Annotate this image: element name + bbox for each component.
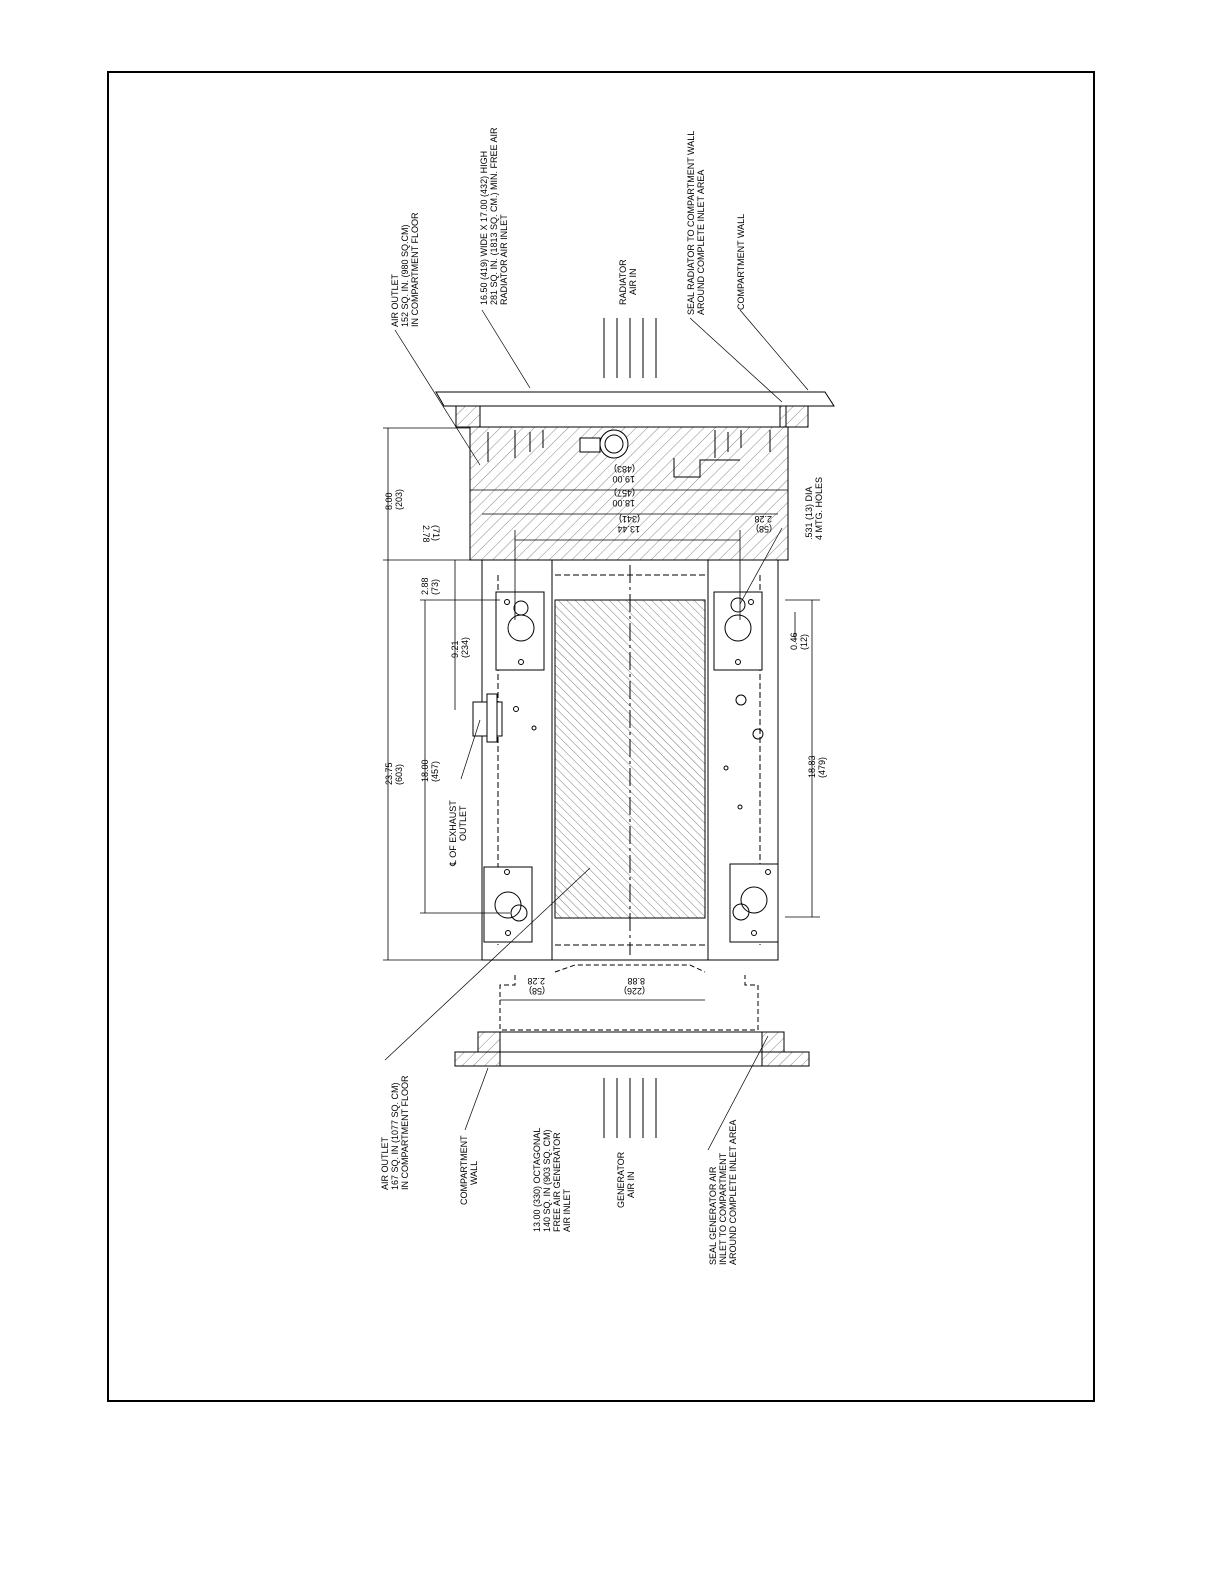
generator-seal-label: SEAL GENERATOR AIR INLET TO COMPARTMENT … — [708, 1120, 738, 1265]
dim-2-28-bottom: (58) 2.28 — [527, 976, 545, 996]
svg-text:AROUND COMPLETE INLET AREA: AROUND COMPLETE INLET AREA — [696, 170, 706, 315]
svg-text:13.00 (330) OCTAGONAL: 13.00 (330) OCTAGONAL — [532, 1128, 542, 1232]
svg-text:AIR IN: AIR IN — [626, 1171, 636, 1198]
dim-2-78: (71) 2.78 — [421, 525, 441, 543]
svg-text:℄ OF EXHAUST: ℄ OF EXHAUST — [448, 800, 458, 867]
svg-text:18.83: 18.83 — [807, 755, 817, 778]
svg-text:18.00: 18.00 — [612, 498, 635, 508]
svg-text:.531 (13) DIA: .531 (13) DIA — [804, 486, 814, 540]
generator-base-frame — [472, 559, 779, 961]
svg-text:281 SQ. IN. (1813 SQ. CM.) MIN: 281 SQ. IN. (1813 SQ. CM.) MIN. FREE AIR — [489, 127, 499, 305]
svg-text:(341): (341) — [619, 514, 640, 524]
svg-text:(603): (603) — [394, 764, 404, 785]
svg-text:(483): (483) — [614, 464, 635, 474]
svg-text:16.50 (419) WIDE X 17.00 (432): 16.50 (419) WIDE X 17.00 (432) HIGH — [479, 151, 489, 305]
dim-18-83: 18.83 (479) — [807, 755, 827, 778]
svg-text:COMPARTMENT: COMPARTMENT — [459, 1135, 469, 1205]
svg-text:(58): (58) — [529, 986, 545, 996]
generator-inlet-outline — [499, 964, 759, 1031]
svg-text:SEAL RADIATOR TO COMPARTMENT W: SEAL RADIATOR TO COMPARTMENT WALL — [686, 131, 696, 315]
generator-outlet-label: AIR OUTLET 167 SQ. IN (1077 SQ. CM) IN C… — [380, 1075, 410, 1190]
svg-text:2.28: 2.28 — [527, 976, 545, 986]
svg-text:RADIATOR: RADIATOR — [618, 259, 628, 305]
svg-text:IN COMPARTMENT FLOOR: IN COMPARTMENT FLOOR — [400, 1075, 410, 1190]
svg-text:8.00: 8.00 — [384, 492, 394, 510]
svg-text:2.88: 2.88 — [420, 577, 430, 595]
dim-18-00-left: 18.00 (457) — [420, 759, 440, 782]
svg-text:AIR INLET: AIR INLET — [562, 1188, 572, 1232]
radiator-airflow-arrows — [603, 318, 657, 378]
svg-text:GENERATOR: GENERATOR — [616, 1151, 626, 1208]
svg-text:9.21: 9.21 — [450, 640, 460, 658]
svg-text:2.78: 2.78 — [421, 525, 431, 543]
svg-text:FREE AIR GENERATOR: FREE AIR GENERATOR — [552, 1132, 562, 1232]
svg-text:AIR OUTLET: AIR OUTLET — [380, 1136, 390, 1190]
svg-text:167 SQ. IN (1077 SQ. CM): 167 SQ. IN (1077 SQ. CM) — [390, 1082, 400, 1190]
svg-text:(234): (234) — [460, 637, 470, 658]
dim-8-88: (226) 8.88 — [624, 976, 645, 996]
svg-text:INLET TO COMPARTMENT: INLET TO COMPARTMENT — [718, 1152, 728, 1265]
svg-text:23.75: 23.75 — [384, 762, 394, 785]
radiator-inlet-label: 16.50 (419) WIDE X 17.00 (432) HIGH 281 … — [479, 127, 509, 305]
radiator-seal-label: SEAL RADIATOR TO COMPARTMENT WALL AROUND… — [686, 131, 706, 315]
svg-text:(71): (71) — [431, 525, 441, 541]
dim-0-46: 0.46 (12) — [789, 632, 809, 650]
svg-text:140 SQ. IN (903 SQ. CM): 140 SQ. IN (903 SQ. CM) — [542, 1129, 552, 1232]
svg-text:(203): (203) — [394, 489, 404, 510]
svg-text:SEAL GENERATOR AIR: SEAL GENERATOR AIR — [708, 1166, 718, 1265]
svg-text:(479): (479) — [817, 757, 827, 778]
svg-text:8.88: 8.88 — [627, 976, 645, 986]
generator-compartment-wall — [454, 1031, 810, 1067]
svg-text:AROUND COMPLETE INLET AREA: AROUND COMPLETE INLET AREA — [728, 1120, 738, 1265]
generator-air-in-label: GENERATOR AIR IN — [616, 1151, 636, 1208]
dim-23-75: 23.75 (603) — [384, 762, 404, 785]
svg-text:(457): (457) — [430, 761, 440, 782]
svg-text:152 SQ. IN. (980 SQ.CM): 152 SQ. IN. (980 SQ.CM) — [400, 224, 410, 327]
svg-text:OUTLET: OUTLET — [458, 805, 468, 841]
drawing-border — [107, 71, 1095, 1402]
dim-13-44: 13.44 (341) — [617, 514, 640, 534]
radiator-wall-label: COMPARTMENT WALL — [736, 214, 746, 310]
generator-wall-label: COMPARTMENT WALL — [459, 1135, 479, 1205]
svg-text:WALL: WALL — [469, 1161, 479, 1185]
dimension-lines — [383, 427, 820, 1001]
svg-text:4 MTG. HOLES: 4 MTG. HOLES — [814, 477, 824, 540]
svg-text:AIR OUTLET: AIR OUTLET — [390, 273, 400, 327]
svg-text:0.46: 0.46 — [789, 632, 799, 650]
generator-airflow-arrows — [603, 1078, 657, 1138]
radiator-compartment-wall — [435, 391, 835, 428]
holes-label: .531 (13) DIA 4 MTG. HOLES — [804, 477, 824, 540]
svg-text:19.00: 19.00 — [612, 474, 635, 484]
svg-text:(457): (457) — [614, 488, 635, 498]
dim-8-00: 8.00 (203) — [384, 489, 404, 510]
dim-19-00: 19.00 (483) — [612, 464, 635, 484]
svg-text:IN COMPARTMENT FLOOR: IN COMPARTMENT FLOOR — [410, 212, 420, 327]
svg-text:(58): (58) — [756, 524, 772, 534]
svg-text:2.28: 2.28 — [754, 514, 772, 524]
svg-text:COMPARTMENT WALL: COMPARTMENT WALL — [736, 214, 746, 310]
svg-text:(73): (73) — [430, 579, 440, 595]
svg-text:(12): (12) — [799, 634, 809, 650]
svg-text:(226): (226) — [624, 986, 645, 996]
exhaust-label: ℄ OF EXHAUST OUTLET — [448, 800, 468, 867]
radiator-air-in-label: RADIATOR AIR IN — [618, 259, 638, 305]
generator-inlet-label: 13.00 (330) OCTAGONAL 140 SQ. IN (903 SQ… — [532, 1128, 572, 1232]
svg-text:18.00: 18.00 — [420, 759, 430, 782]
svg-text:AIR IN: AIR IN — [628, 268, 638, 295]
dim-2-28-right: (58) 2.28 — [754, 514, 772, 534]
radiator-outlet-label: AIR OUTLET 152 SQ. IN. (980 SQ.CM) IN CO… — [390, 212, 420, 327]
svg-text:RADIATOR AIR INLET: RADIATOR AIR INLET — [499, 214, 509, 305]
dim-18-00-top: 18.00 (457) — [612, 488, 635, 508]
radiator-block — [469, 426, 789, 561]
dim-9-21: 9.21 (234) — [450, 637, 470, 658]
svg-text:13.44: 13.44 — [617, 524, 640, 534]
leader-lines — [384, 309, 809, 1151]
dim-2-88: 2.88 (73) — [420, 577, 440, 595]
